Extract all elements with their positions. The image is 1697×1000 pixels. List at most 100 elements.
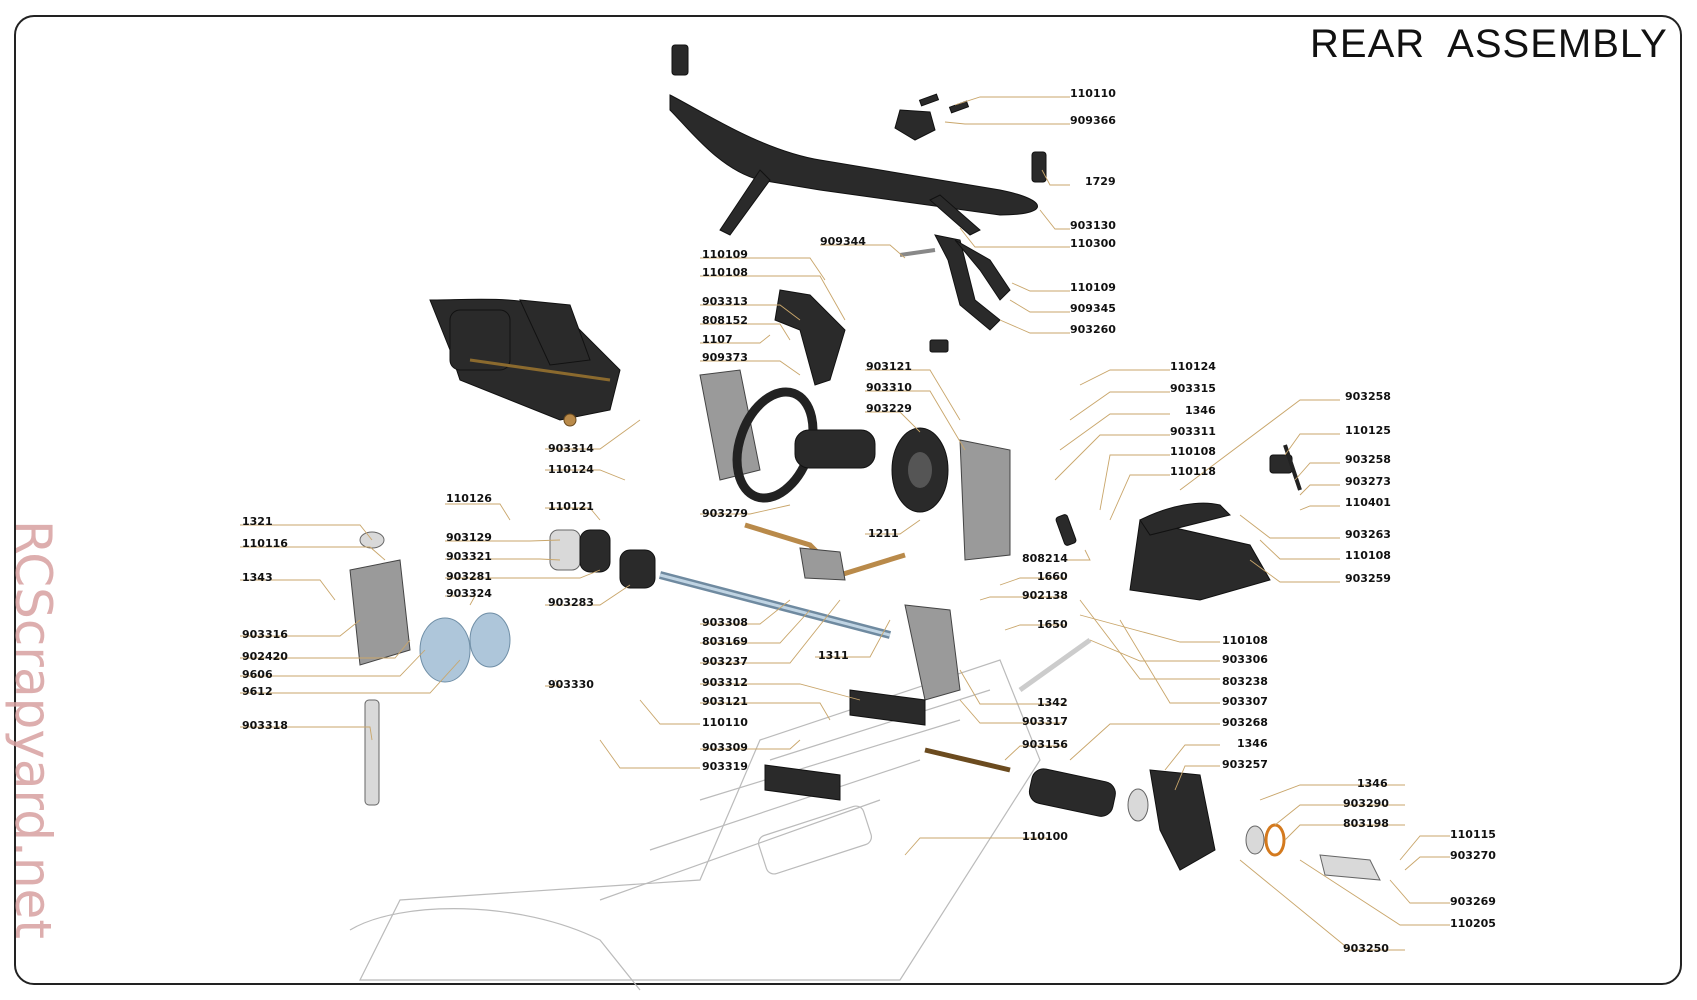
part-label: 110110 — [1070, 87, 1116, 100]
part-label: 903156 — [1022, 738, 1068, 751]
part-label: 1660 — [1037, 570, 1068, 583]
part-label: 803238 — [1222, 675, 1268, 688]
part-label: 9612 — [242, 685, 273, 698]
part-label: 903317 — [1022, 715, 1068, 728]
part-label: 1346 — [1185, 404, 1216, 417]
part-label: 1311 — [818, 649, 849, 662]
part-label: 110108 — [1345, 549, 1391, 562]
part-label: 903229 — [866, 402, 912, 415]
part-label: 903250 — [1343, 942, 1389, 955]
part-label: 903268 — [1222, 716, 1268, 729]
part-label: 110124 — [1170, 360, 1216, 373]
part-label: 903121 — [702, 695, 748, 708]
part-label: 110124 — [548, 463, 594, 476]
rear-bulkhead — [699, 289, 1011, 561]
part-label: 903258 — [1345, 453, 1391, 466]
part-label: 1107 — [702, 333, 733, 346]
part-label: 903270 — [1450, 849, 1496, 862]
part-label: 902138 — [1022, 589, 1068, 602]
part-label: 110116 — [242, 537, 288, 550]
chassis-outline — [349, 659, 1041, 991]
part-label: 903290 — [1343, 797, 1389, 810]
part-label: 903319 — [702, 760, 748, 773]
part-label: 110108 — [1170, 445, 1216, 458]
part-label: 1321 — [242, 515, 273, 528]
part-label: 1650 — [1037, 618, 1068, 631]
part-label: 903121 — [866, 360, 912, 373]
part-label: 909345 — [1070, 302, 1116, 315]
part-label: 1346 — [1357, 777, 1388, 790]
part-label: 808152 — [702, 314, 748, 327]
part-label: 903315 — [1170, 382, 1216, 395]
part-label: 1343 — [242, 571, 273, 584]
part-label: 903273 — [1345, 475, 1391, 488]
part-label: 110205 — [1450, 917, 1496, 930]
leader-lines — [240, 96, 1450, 951]
part-label: 110125 — [1345, 424, 1391, 437]
part-label: 903257 — [1222, 758, 1268, 771]
part-label: 9606 — [242, 668, 273, 681]
part-label: 808214 — [1022, 552, 1068, 565]
part-label: 909373 — [702, 351, 748, 364]
part-label: 803169 — [702, 635, 748, 648]
part-label: 903312 — [702, 676, 748, 689]
part-label: 902420 — [242, 650, 288, 663]
part-label: 909366 — [1070, 114, 1116, 127]
drive-belt — [732, 387, 949, 513]
part-label: 903306 — [1222, 653, 1268, 666]
part-label: 903129 — [446, 531, 492, 544]
part-label: 903263 — [1345, 528, 1391, 541]
part-label: 903269 — [1450, 895, 1496, 908]
diagram-title: REAR ASSEMBLY — [1310, 22, 1668, 66]
part-label: 903313 — [702, 295, 748, 308]
part-label: 903237 — [702, 655, 748, 668]
part-label: 110401 — [1345, 496, 1391, 509]
part-label: 903311 — [1170, 425, 1216, 438]
part-label: 903281 — [446, 570, 492, 583]
part-label: 110110 — [702, 716, 748, 729]
part-label: 803198 — [1343, 817, 1389, 830]
part-label: 903130 — [1070, 219, 1116, 232]
part-number-labels: 110110 909366 1729 903130 110300 909344 … — [242, 87, 1496, 955]
part-label: 903318 — [242, 719, 288, 732]
part-label: 1342 — [1037, 696, 1068, 709]
part-label: 1211 — [868, 527, 899, 540]
center-bulkhead — [764, 514, 1077, 801]
part-label: 903283 — [548, 596, 594, 609]
part-label: 903324 — [446, 587, 492, 600]
part-label: 903330 — [548, 678, 594, 691]
part-label: 903279 — [702, 507, 748, 520]
part-label: 903310 — [866, 381, 912, 394]
part-label: 110109 — [1070, 281, 1116, 294]
watermark: RCScrapyard.net — [4, 520, 62, 939]
part-label: 110126 — [446, 492, 492, 505]
part-label: 110115 — [1450, 828, 1496, 841]
part-label: 903314 — [548, 442, 594, 455]
part-label: 110108 — [702, 266, 748, 279]
part-label: 110100 — [1022, 830, 1068, 843]
gearbox-assembly — [429, 298, 621, 427]
part-label: 110300 — [1070, 237, 1116, 250]
part-label: 1729 — [1085, 175, 1116, 188]
part-label: 903308 — [702, 616, 748, 629]
part-label: 903260 — [1070, 323, 1116, 336]
part-label: 110121 — [548, 500, 594, 513]
part-label: 909344 — [820, 235, 866, 248]
right-hub-carrier — [924, 637, 1381, 881]
rear-axle — [658, 571, 892, 639]
part-label: 903258 — [1345, 390, 1391, 403]
part-label: 903307 — [1222, 695, 1268, 708]
part-label: 903309 — [702, 741, 748, 754]
upper-shock-tower — [669, 44, 1047, 236]
part-label: 903316 — [242, 628, 288, 641]
part-label: 110108 — [1222, 634, 1268, 647]
rear-suspension-arm — [1129, 444, 1302, 601]
part-label: 110109 — [702, 248, 748, 261]
anti-roll-bar — [744, 522, 906, 581]
part-label: 903259 — [1345, 572, 1391, 585]
part-label: 110118 — [1170, 465, 1216, 478]
upper-arm — [899, 234, 1011, 353]
part-label: 1346 — [1237, 737, 1268, 750]
left-hub-carrier — [349, 529, 656, 806]
